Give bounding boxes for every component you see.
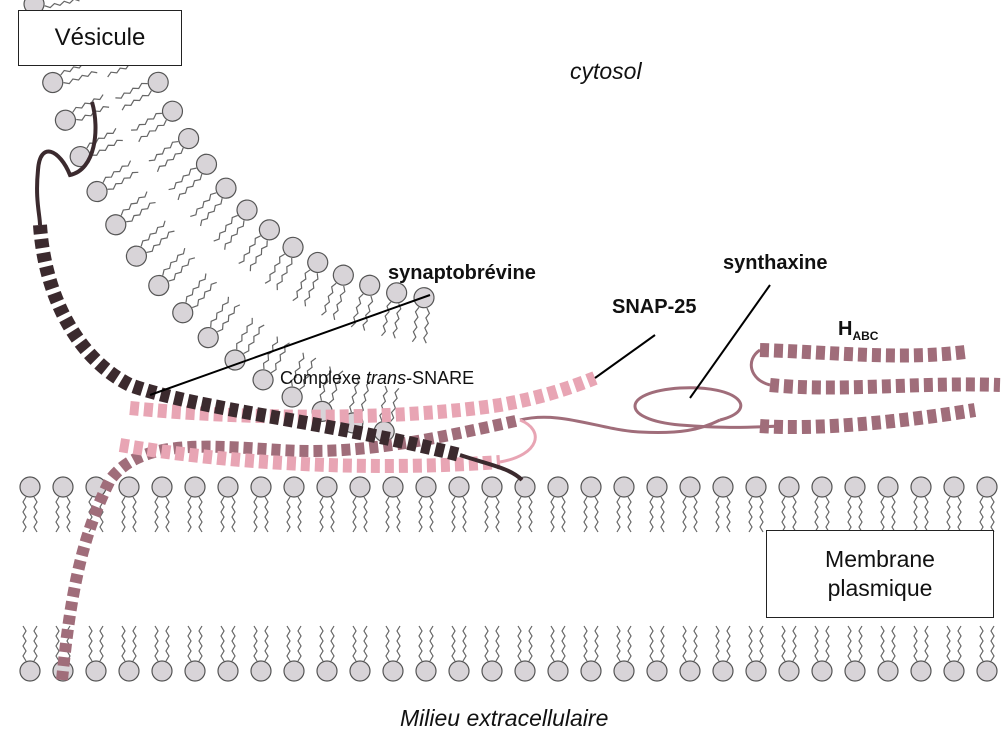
lipid-molecule — [290, 249, 331, 307]
lipid-molecule — [515, 477, 535, 532]
membrane-label-line1: Membrane — [825, 545, 935, 574]
habc-subscript: ABC — [852, 329, 878, 343]
lipid-molecule — [262, 234, 306, 292]
lipid-molecule — [218, 626, 238, 681]
lipid-molecule — [548, 626, 568, 681]
lipid-molecule — [185, 477, 205, 532]
lipid-molecule — [122, 219, 176, 271]
lipid-molecule — [779, 626, 799, 681]
membrane-plasmique-label-box: Membrane plasmique — [766, 530, 994, 618]
lipid-molecule — [614, 626, 634, 681]
snap25-leader — [595, 335, 655, 378]
plasma-membrane-outer-leaflet — [20, 477, 997, 532]
lipid-molecule — [812, 626, 832, 681]
synaptobrevine-label: synaptobrévine — [388, 262, 536, 285]
lipid-molecule — [251, 626, 271, 681]
lipid-molecule — [119, 477, 139, 532]
habc-main: H — [838, 318, 852, 340]
lipid-molecule — [284, 626, 304, 681]
lipid-molecule — [185, 626, 205, 681]
lipid-molecule — [383, 626, 403, 681]
lipid-molecule — [713, 626, 733, 681]
lipid-molecule — [614, 477, 634, 532]
lipid-molecule — [680, 477, 700, 532]
lipid-molecule — [221, 316, 266, 373]
lipid-molecule — [317, 626, 337, 681]
lipid-molecule — [317, 477, 337, 532]
lipid-molecule — [449, 626, 469, 681]
lipid-molecule — [482, 477, 502, 532]
lipid-molecule — [145, 246, 197, 300]
lipid-molecule — [194, 295, 242, 351]
lipid-molecule — [319, 262, 356, 321]
lipid-molecule — [416, 626, 436, 681]
lipid-molecule — [548, 477, 568, 532]
lipid-molecule — [129, 97, 186, 144]
lipid-molecule — [878, 626, 898, 681]
lipid-molecule — [944, 477, 964, 532]
lipid-molecule — [977, 477, 997, 532]
lipid-molecule — [845, 477, 865, 532]
lipid-molecule — [169, 272, 219, 327]
lipid-molecule — [350, 477, 370, 532]
lipid-molecule — [746, 477, 766, 532]
lipid-molecule — [20, 626, 40, 681]
complexe-italic: trans — [366, 368, 406, 388]
membrane-label-line2: plasmique — [828, 574, 933, 603]
lipid-molecule — [379, 281, 409, 339]
cytosol-label: cytosol — [570, 58, 642, 85]
lipid-molecule — [86, 626, 106, 681]
lipid-molecule — [449, 477, 469, 532]
lipid-molecule — [779, 477, 799, 532]
lipid-molecule — [119, 626, 139, 681]
complexe-prefix: Complexe — [280, 368, 366, 388]
snap25-label: SNAP-25 — [612, 296, 696, 319]
lipid-molecule — [515, 626, 535, 681]
lipid-molecule — [482, 626, 502, 681]
vesicule-label: Vésicule — [55, 23, 146, 53]
lipid-molecule — [845, 626, 865, 681]
lipid-molecule — [647, 626, 667, 681]
lipid-molecule — [977, 626, 997, 681]
lipid-molecule — [680, 626, 700, 681]
plasma-membrane-inner-leaflet — [20, 626, 997, 681]
lipid-molecule — [251, 477, 271, 532]
lipid-molecule — [911, 477, 931, 532]
milieu-extracellulaire-label: Milieu extracellulaire — [400, 705, 608, 732]
lipid-molecule — [581, 626, 601, 681]
synaptobrevin-protein — [37, 102, 522, 480]
lipid-molecule — [147, 125, 203, 175]
lipid-molecule — [383, 477, 403, 532]
lipid-molecule — [52, 92, 110, 134]
lipid-molecule — [944, 626, 964, 681]
lipid-molecule — [581, 477, 601, 532]
lipid-molecule — [102, 189, 158, 239]
lipid-molecule — [350, 626, 370, 681]
lipid-molecule — [152, 477, 172, 532]
synthaxine-label: synthaxine — [723, 252, 827, 275]
lipid-molecule — [284, 477, 304, 532]
lipid-molecule — [53, 477, 73, 532]
vesicule-label-box: Vésicule — [18, 10, 182, 66]
lipid-molecule — [83, 158, 140, 205]
lipid-molecule — [218, 477, 238, 532]
lipid-molecule — [878, 477, 898, 532]
lipid-molecule — [746, 626, 766, 681]
lipid-molecule — [911, 626, 931, 681]
lipid-molecule — [152, 626, 172, 681]
lipid-molecule — [416, 477, 436, 532]
lipid-molecule — [409, 287, 435, 344]
lipid-molecule — [114, 69, 172, 113]
complexe-suffix: -SNARE — [406, 368, 474, 388]
lipid-molecule — [812, 477, 832, 532]
habc-label: HABC — [838, 318, 878, 343]
complexe-trans-snare-label: Complexe trans-SNARE — [280, 368, 474, 389]
lipid-molecule — [20, 477, 40, 532]
lipid-molecule — [713, 477, 733, 532]
lipid-molecule — [647, 477, 667, 532]
